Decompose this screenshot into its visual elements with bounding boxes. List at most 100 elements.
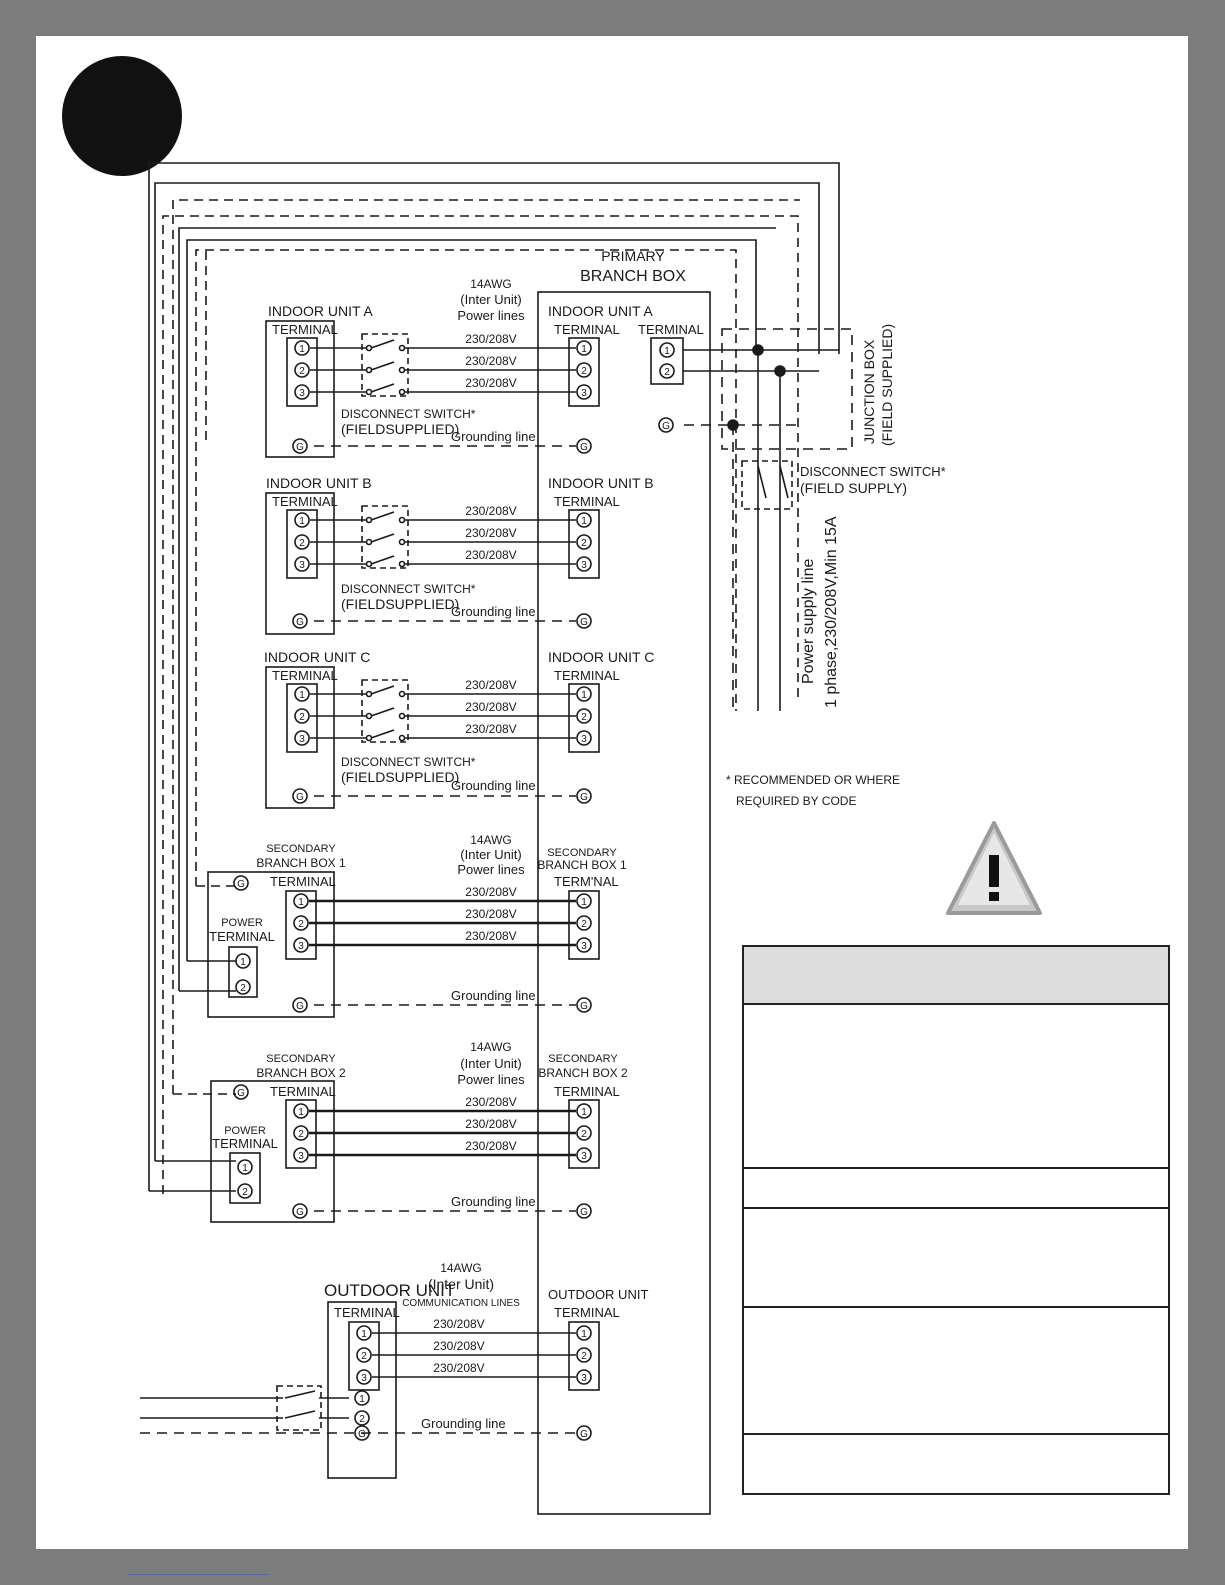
ib-right-terminal-3-circle [576,556,592,572]
sb2-voltage-3: 230/208V [465,1139,516,1153]
pod-ground-circle [576,1425,592,1441]
sb2-label-2: BRANCH BOX 2 [256,1066,346,1080]
ib-left-terminal-3-number: 3 [299,560,305,571]
od-right-terminal-1-circle [576,1325,592,1341]
outdoor-switch-blade-2 [284,1410,316,1419]
sb1-left-terminal-1-number: 1 [298,897,304,908]
sb2-p1-number: 1 [242,1163,248,1174]
sb1-voltage-3: 230/208V [465,929,516,943]
sb1-voltage-1: 230/208V [465,885,516,899]
wire-gauge-top: 14AWG [470,277,512,291]
sb2-power-terminal-block [229,1152,261,1204]
ib-switch-blade-1 [370,511,395,521]
warning-table [742,945,1170,1495]
main-disconnect-box [741,460,793,510]
warning-icon [946,821,1042,915]
return-line-5 [178,227,776,991]
ia-voltage-2: 230/208V [465,354,516,368]
pc-ground-circle [576,788,592,804]
ia-switch-blade-2 [370,361,395,371]
disconnect-a-1: DISCONNECT SWITCH* [341,407,476,421]
pp-1-circle [659,342,675,358]
sb1-power-label: POWER [221,917,263,929]
ia-switch-pivot-3 [365,388,373,396]
od-right-terminal-2-number: 2 [581,1351,587,1362]
ib-voltage-1: 230/208V [465,504,516,518]
sb1-top-ground-circle [233,875,249,891]
sb1-p1-number: 1 [240,957,246,968]
warning-table-row-4 [744,1308,1168,1435]
ib-switch-pivot-3 [365,560,373,568]
ib-left-terminal-2-number: 2 [299,538,305,549]
sb2-left-terminal-1-number: 1 [298,1107,304,1118]
sb2-wire-power: Power lines [457,1072,525,1087]
od-left-terminal-3-number: 3 [361,1373,367,1384]
section-bullet [62,56,182,176]
ic-switch-contact-1 [398,690,406,698]
indoor-unit-a-box [265,320,335,458]
sb1-wire-gauge: 14AWG [470,833,512,847]
ib-switch-contact-2 [398,538,406,546]
outdoor-wire-type: (Inter Unit) [428,1276,494,1292]
sb2-ground-number: G [296,1207,304,1218]
primary-c-terminal: TERMINAL [554,668,620,683]
return-line-4 [172,199,800,1094]
sb1-p2-number: 2 [240,983,246,994]
main-disconnect-label-2: (FIELD SUPPLY) [800,480,907,496]
wire-power-top: Power lines [457,308,525,323]
primary-power-terminal: TERMINAL [638,322,704,337]
main-switch-blade-2 [779,465,789,499]
ic-left-terminal-3-number: 3 [299,734,305,745]
primary-c-terminal-block [568,683,600,753]
ib-ground-number: G [296,617,304,628]
disconnect-c-2: (FIELDSUPPLIED) [341,769,459,785]
sb2-right-terminal-2-circle [576,1125,592,1141]
ia-left-terminal-2-circle [294,362,310,378]
od-voltage-1: 230/208V [433,1317,484,1331]
return-line-3 [162,215,799,1194]
sb1-power-terminal-block [228,946,258,998]
od-p2-number: 2 [359,1414,365,1425]
pa-ground-number: G [580,442,588,453]
return-line-6 [186,239,757,961]
ia-right-terminal-3-circle [576,384,592,400]
ic-switch-contact-3 [398,734,406,742]
ic-left-terminal-3-circle [294,730,310,746]
ia-disconnect-box [361,333,409,397]
ia-switch-pivot-1 [365,344,373,352]
ia-ground-circle [292,438,308,454]
ic-right-terminal-2-circle [576,708,592,724]
main-switch-blade-1 [757,465,767,499]
ic-switch-blade-3 [370,729,395,739]
indoor-unit-a-terminal-block [286,337,318,407]
sb1-right-terminal-block [568,890,600,960]
sb2-right-label-1: SECONDARY [548,1053,618,1065]
pp-2-number: 2 [664,367,670,378]
od-right-terminal-3-number: 3 [581,1373,587,1384]
sb1-voltage-2: 230/208V [465,907,516,921]
power-wires: 230/208V 230/208V 230/208V 230/208V 230/208V… [309,332,576,1378]
outdoor-comm-lines: COMMUNICATION LINES [402,1298,520,1309]
sb2-wire-gauge: 14AWG [470,1040,512,1054]
sb2-power-label: POWER [224,1125,266,1137]
sb2-right-label-2: BRANCH BOX 2 [538,1066,628,1080]
indoor-unit-c-terminal: TERMINAL [272,668,338,683]
pc-ground-number: G [580,792,588,803]
ib-disconnect-box [361,505,409,569]
ic-left-terminal-1-number: 1 [299,690,305,701]
od-p1-number: 1 [359,1394,365,1405]
note-line-2: REQUIRED BY CODE [736,794,856,808]
indoor-unit-c-group: INDOOR UNIT C TERMINAL INDOOR UNIT C TER… [264,649,654,809]
od-left-terminal-2-circle [356,1347,372,1363]
primary-b-terminal: TERMINAL [554,494,620,509]
sb1-right-terminal-2-number: 2 [581,919,587,930]
primary-label-2: BRANCH BOX [580,268,686,285]
od-p1-circle [354,1390,370,1406]
main-disconnect-label-1: DISCONNECT SWITCH* [800,464,946,479]
sb2-box [210,1080,335,1223]
primary-branch-box [537,291,711,1515]
ib-switch-blade-3 [370,555,395,565]
indoor-unit-a-group: INDOOR UNIT A TERMINAL INDOOR UNIT A TER… [265,303,653,458]
sb2-p1-circle [237,1159,253,1175]
disconnect-c-1: DISCONNECT SWITCH* [341,755,476,769]
